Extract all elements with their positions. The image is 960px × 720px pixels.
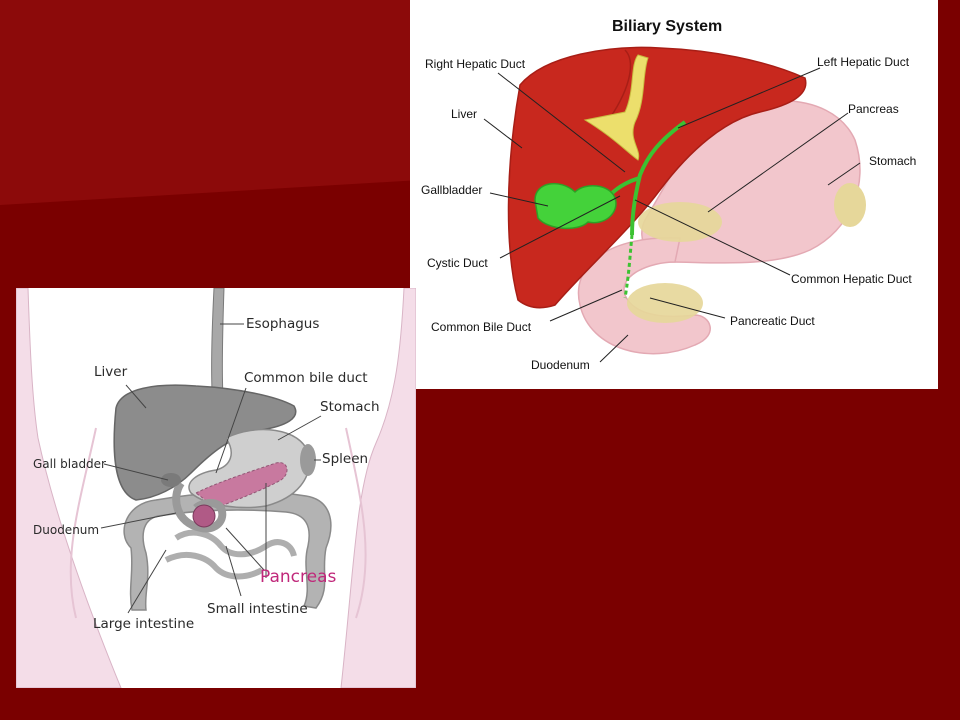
background-band (0, 0, 420, 205)
biliary-title: Biliary System (612, 18, 723, 35)
spleen-shape (834, 183, 866, 227)
label-left-hepatic-duct: Left Hepatic Duct (817, 55, 910, 69)
pancreas-shape (195, 462, 288, 509)
label-gallbladder: Gallbladder (421, 183, 483, 197)
liver-shape (507, 46, 807, 309)
label-spleen: Spleen (322, 451, 369, 467)
small-intestine-shape (164, 529, 297, 580)
leader-lines (100, 323, 322, 614)
label-pancreas: Pancreas (260, 567, 337, 587)
label-common-bile-duct: Common bile duct (244, 370, 368, 386)
label-common-hepatic-duct: Common Hepatic Duct (791, 272, 912, 286)
bile-duct-shape (630, 120, 687, 236)
label-duodenum: Duodenum (531, 358, 590, 372)
label-stomach: Stomach (869, 154, 917, 168)
common-bile-duct-shape (623, 234, 634, 299)
body-outline-left (16, 288, 122, 688)
label-duodenum: Duodenum (33, 523, 100, 537)
label-liver: Liver (451, 107, 478, 121)
label-cystic-duct: Cystic Duct (427, 256, 488, 270)
body-outline-inner-left (69, 427, 97, 619)
hepatic-ducts-shape (583, 54, 649, 161)
label-esophagus: Esophagus (246, 316, 320, 332)
leader-lines (483, 67, 861, 363)
gall-bladder-shape (161, 473, 181, 487)
body-outline-inner-right (345, 427, 367, 619)
label-gall-bladder: Gall bladder (33, 457, 106, 471)
label-large-intestine: Large intestine (93, 616, 195, 632)
label-small-intestine: Small intestine (207, 601, 308, 617)
digestive-illustration (16, 288, 416, 688)
label-common-bile-duct: Common Bile Duct (431, 320, 532, 334)
label-pancreatic-duct: Pancreatic Duct (730, 314, 815, 328)
biliary-system-diagram: Biliary System Right Hepatic Duct Left H… (410, 0, 938, 389)
label-stomach: Stomach (320, 399, 380, 415)
label-liver: Liver (94, 364, 128, 380)
label-pancreas: Pancreas (848, 102, 899, 116)
liver-falciform-fold (609, 49, 632, 119)
biliary-illustration (483, 46, 866, 363)
pancreas-head-shape (627, 283, 703, 323)
digestive-system-diagram: Esophagus Liver Common bile duct Stomach… (16, 288, 416, 688)
pancreas-head-shape (192, 504, 216, 528)
label-right-hepatic-duct: Right Hepatic Duct (425, 57, 526, 71)
spleen-shape (300, 444, 316, 476)
duodenum-shape (172, 480, 227, 533)
body-outline-right (340, 288, 416, 688)
